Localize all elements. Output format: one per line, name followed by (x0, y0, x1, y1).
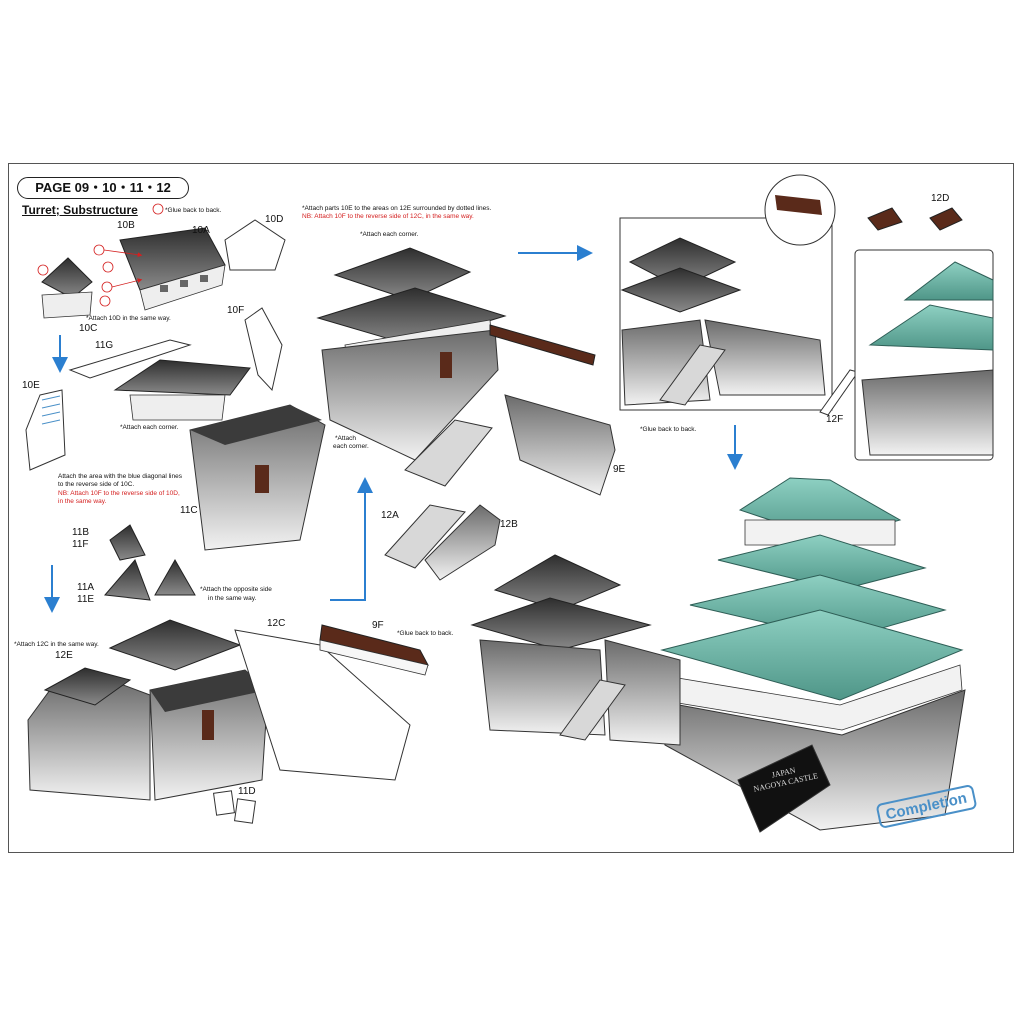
part-label-12c: 12C (267, 618, 286, 629)
part-label-12b: 12B (500, 519, 518, 530)
wall-12b (424, 504, 501, 581)
part-12d-pieces (867, 207, 963, 231)
part-11b (109, 524, 146, 561)
part-label-12f: 12F (826, 414, 844, 425)
part-10f (244, 307, 283, 392)
part-label-11d: 11D (238, 786, 256, 797)
note-glue-back-1: *Glue back to back. (165, 207, 222, 214)
part-label-11c: 11C (180, 505, 198, 516)
part-label-12e: 12E (55, 650, 73, 661)
note-blue-lines-2: to the reverse side of 10C. (58, 481, 135, 488)
note-attach-each-corner-c2: each corner. (333, 443, 369, 450)
note-nb-10f-2: in the same way. (58, 498, 107, 505)
page-label: PAGE 09・10・11・12 (17, 177, 189, 199)
red-callouts-step1 (37, 203, 164, 307)
part-label-12d: 12D (931, 193, 950, 204)
turret-assembly-12e (27, 619, 269, 801)
completed-turret (470, 554, 681, 746)
part-11a (104, 558, 196, 601)
note-glue-back-2: *Glue back to back. (397, 630, 454, 637)
section-title: Turret; Substructure (22, 203, 138, 217)
part-label-11a: 11A (77, 582, 95, 593)
part-12c (234, 629, 411, 781)
turret-assembly-center (316, 247, 507, 461)
small-roof-10c (41, 257, 93, 319)
part-label-11b: 11B (72, 527, 90, 538)
note-nb-10f-1: NB: Attach 10F to the reverse side of 10… (58, 490, 180, 497)
note-nb-12c: NB: Attach 10F to the reverse side of 12… (302, 213, 474, 220)
turret-detail (620, 237, 826, 406)
part-label-10b: 10B (117, 220, 135, 231)
flow-arrows (44, 245, 743, 613)
part-label-10c: 10C (79, 323, 98, 334)
part-9f (319, 624, 429, 676)
note-attach-10d: *Attach 10D in the same way. (86, 315, 171, 322)
stairs-12a (384, 419, 493, 569)
note-attach-each-corner-b: *Attach each corner. (360, 231, 419, 238)
part-10d (224, 219, 286, 271)
part-11g (68, 339, 192, 379)
turret-roof-10b (119, 227, 226, 311)
part-label-10d: 10D (265, 214, 284, 225)
part-10e (25, 389, 66, 471)
part-label-10e: 10E (22, 380, 40, 391)
note-blue-lines-1: Attach the area with the blue diagonal l… (58, 473, 182, 480)
part-label-11g: 11G (95, 340, 114, 351)
castle-name-plaque (737, 744, 831, 833)
note-attach-each-corner-c1: *Attach (335, 435, 356, 442)
part-label-12a: 12A (381, 510, 399, 521)
note-attach-10e: *Attach parts 10E to the areas on 12E su… (302, 205, 492, 212)
part-label-10f: 10F (227, 305, 245, 316)
note-opposite-1: *Attach the opposite side (200, 586, 272, 593)
note-attach-each-corner-a: *Attach each corner. (120, 424, 179, 431)
turret-assembly-step2 (113, 359, 251, 421)
part-11d (212, 790, 257, 824)
part-label-9f: 9F (372, 620, 384, 631)
part-label-11f: 11F (72, 539, 89, 550)
note-glue-back-3: *Glue back to back. (640, 426, 697, 433)
part-label-11e: 11E (77, 594, 95, 605)
part-label-9e: 9E (613, 464, 626, 475)
wall-9e (489, 324, 616, 496)
base-11c (189, 404, 326, 551)
keep-detail (861, 261, 994, 456)
note-attach-12c: *Attach 12C in the same way. (14, 641, 99, 648)
zoom-part (775, 195, 822, 215)
part-label-10a: 10A (192, 225, 210, 236)
note-opposite-2: in the same way. (208, 595, 257, 602)
